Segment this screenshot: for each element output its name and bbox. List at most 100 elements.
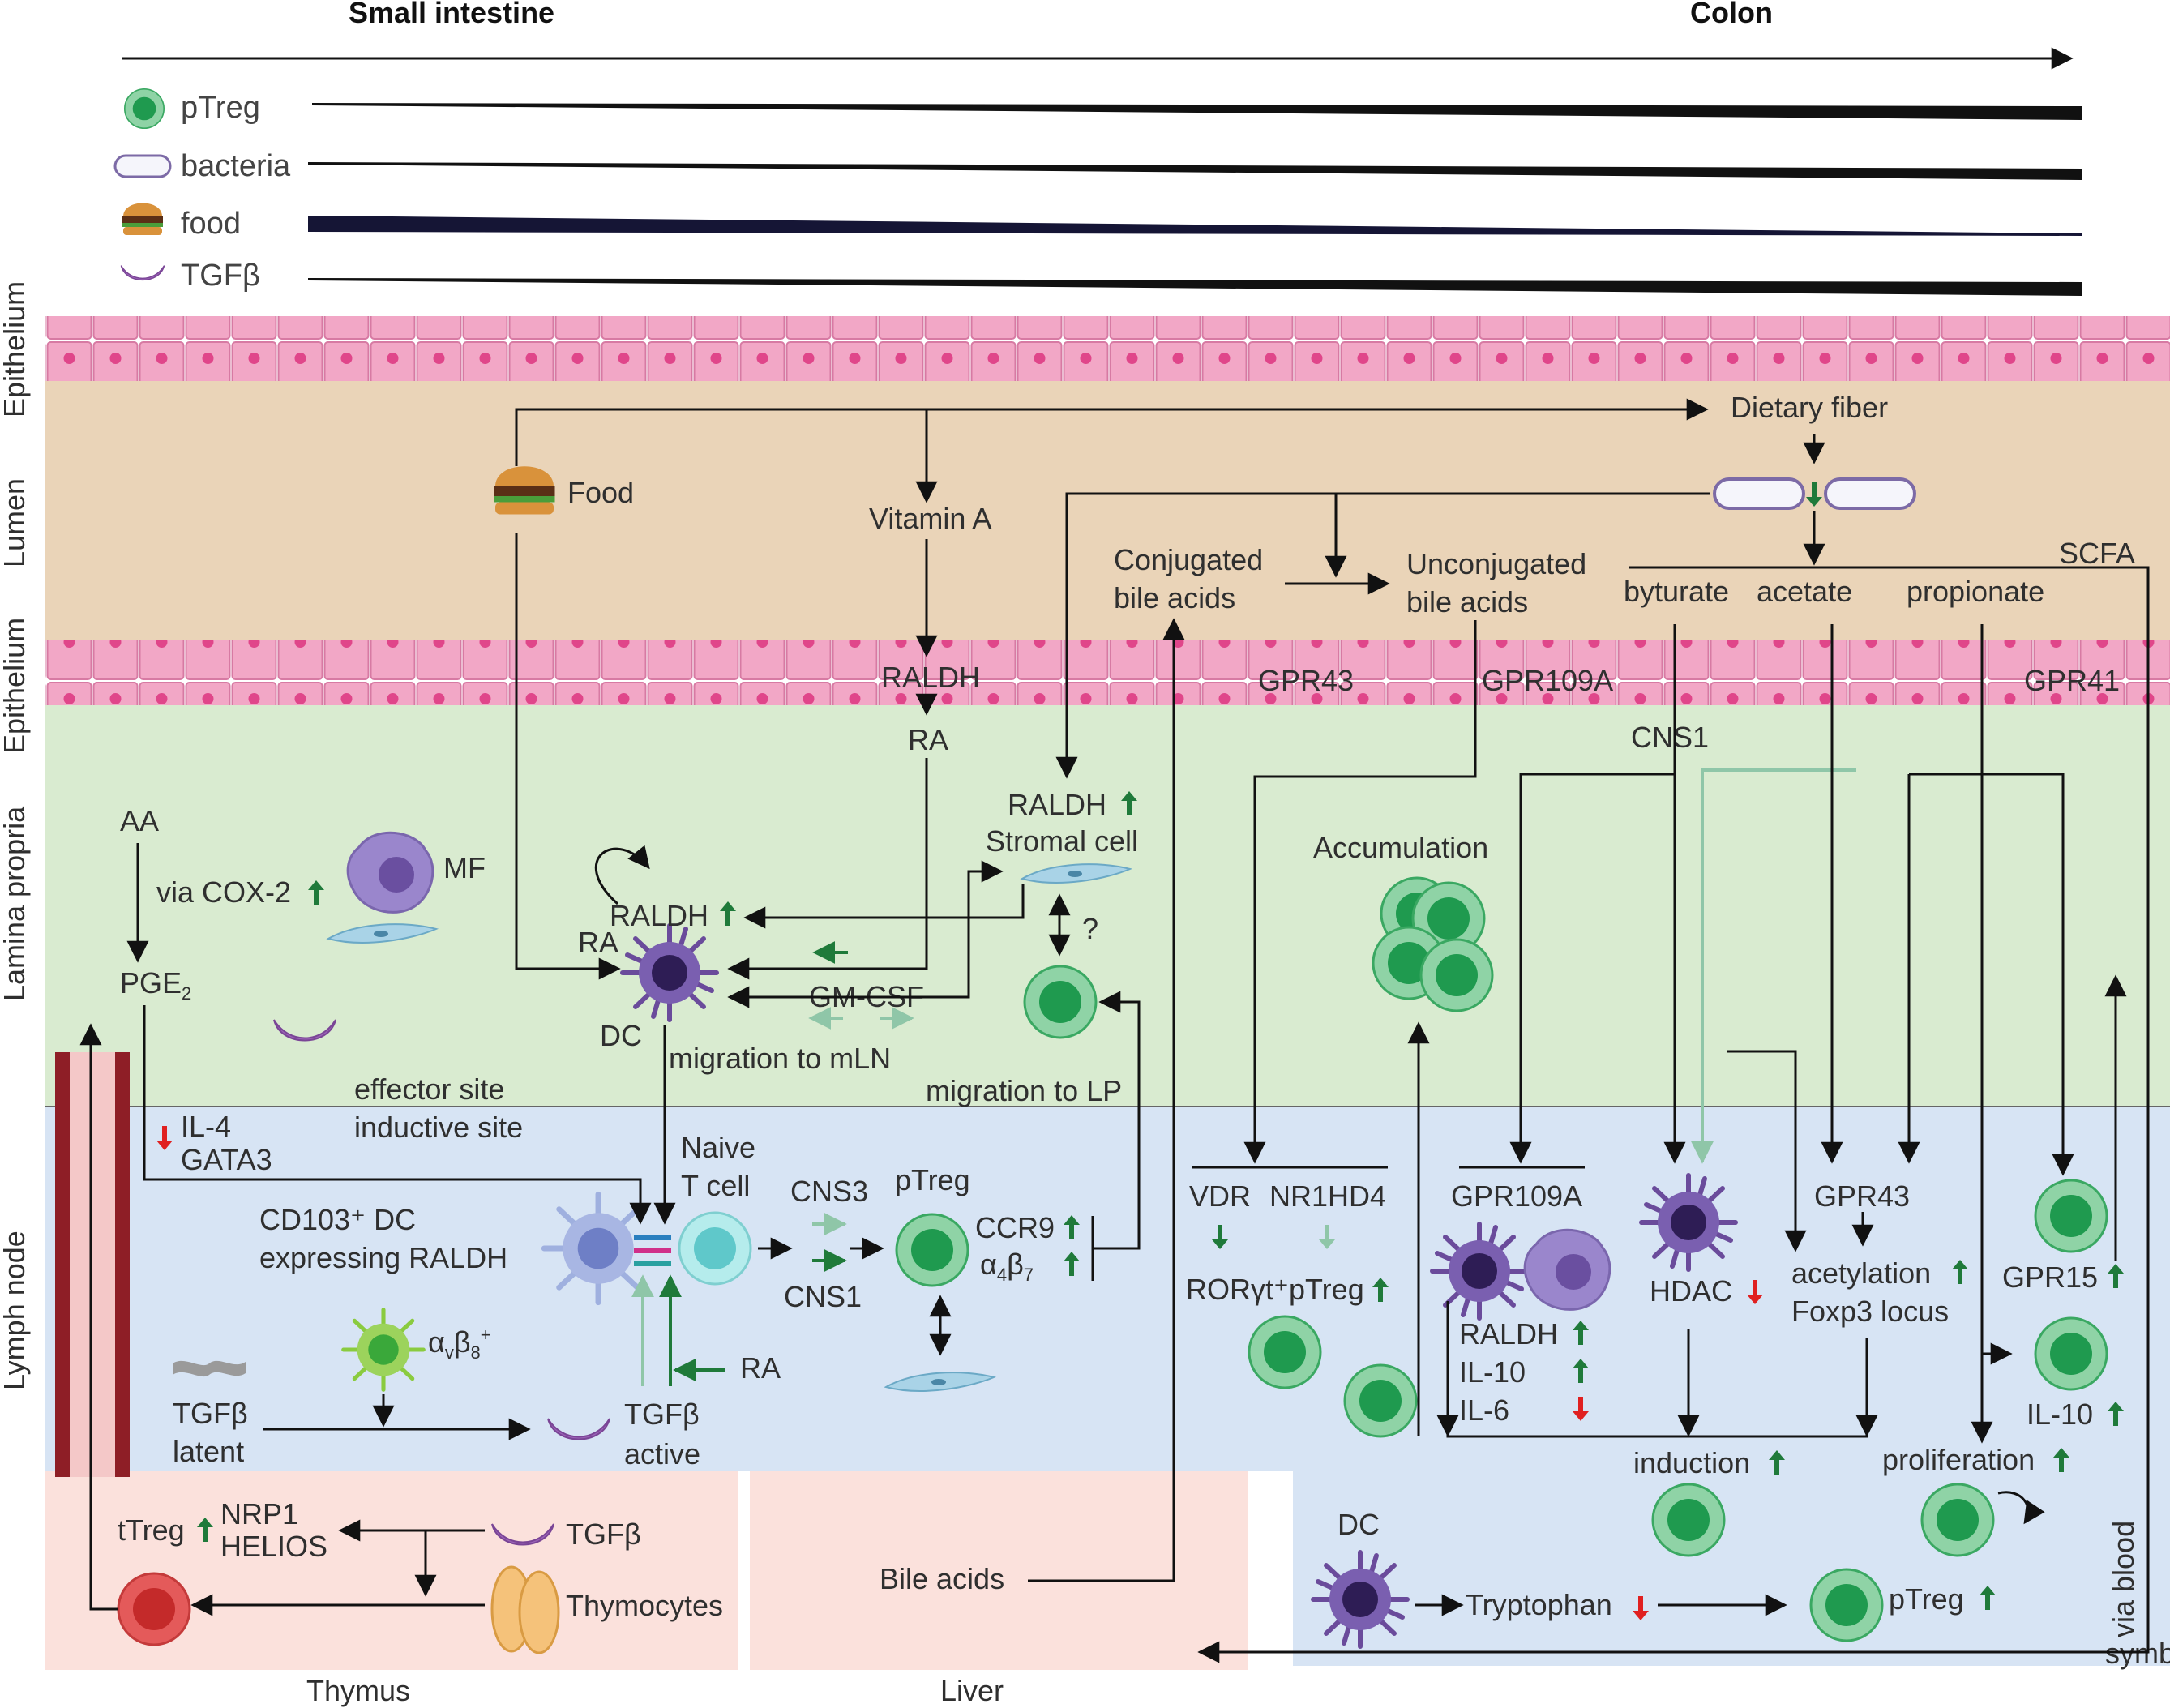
dc-hdac-icon (1641, 1175, 1736, 1269)
dc-lp-icon (623, 926, 717, 1020)
stromal-to-dc-raldh-arrow (743, 884, 1025, 929)
ptreg-gpr15-icon (2034, 1179, 2108, 1253)
layer-label-lymph-node: Lymph node (0, 1231, 31, 1390)
a4b7-label: α4β7 (980, 1248, 1034, 1285)
ccr9-label: CCR9 (975, 1211, 1055, 1244)
epithelium-middle (45, 640, 2170, 705)
ptreg-ln-label: pTreg (895, 1163, 970, 1196)
hdac-label: HDAC (1650, 1274, 1732, 1308)
avb8-cell-icon (341, 1308, 426, 1392)
gpr43-epithelium-label: GPR43 (1258, 664, 1354, 697)
unconjugated-bile-acids-line2: bile acids (1406, 585, 1528, 619)
liver-label: Liver (940, 1674, 1004, 1707)
il6-label: IL-6 (1459, 1393, 1509, 1427)
raldh-gpr109a-label: RALDH (1459, 1317, 1558, 1351)
proliferation-loop-arrow (1997, 1491, 2045, 1525)
lamina-propria-region (45, 705, 2170, 1107)
blood-vessel-wall-left (55, 1052, 70, 1477)
food-vitamin-fiber-connector (515, 398, 1709, 466)
butyrate-to-gpr109a-arrow (1509, 624, 1676, 1164)
ptreg-tryptophan-icon (1809, 1568, 1884, 1642)
layer-label-lamina-propria: Lamina propria (0, 806, 31, 1001)
liver-region (750, 1471, 1248, 1670)
foxp3-locus-label: Foxp3 locus (1791, 1295, 1949, 1328)
ra-dc-label: RA (578, 926, 618, 959)
il10-ptreg-label: IL-10 (2027, 1398, 2093, 1431)
accumulation-cluster (1372, 876, 1494, 1012)
nrp1-label: NRP1 (220, 1497, 298, 1530)
roryt-ptreg-icon-1 (1248, 1315, 1322, 1389)
ptreg-proliferation-icon (1920, 1483, 1995, 1557)
tgfb-active-label-1: TGFβ (624, 1398, 700, 1431)
ra-to-dc-arrow (727, 758, 928, 980)
dietary-fiber-label: Dietary fiber (1731, 391, 1888, 424)
cns1-lp-label: CNS1 (1631, 721, 1709, 754)
legend-bacteria-wedge (308, 162, 2082, 180)
legend-food-icon (122, 203, 163, 235)
ttreg-cell-icon (117, 1572, 191, 1646)
mf-label: MF (443, 851, 486, 884)
nr1hd4-label: NR1HD4 (1269, 1179, 1386, 1213)
header-colon: Colon (1690, 0, 1773, 29)
legend-food-label: food (181, 207, 241, 241)
gpr43-ln-label: GPR43 (1814, 1179, 1910, 1213)
ptreg-lp-icon (1023, 965, 1098, 1039)
hdac-to-acetylation-arrow (1727, 1050, 1807, 1252)
propionate-label: propionate (1907, 575, 2044, 608)
unconjugated-bile-acids-line1: Unconjugated (1406, 547, 1586, 580)
lumen-region (45, 381, 2170, 640)
legend-ptreg-label: pTreg (181, 91, 260, 125)
legend-food-wedge (308, 216, 2082, 236)
effector-site-label: effector site (354, 1072, 504, 1106)
liver-to-conjugated-arrow (1028, 618, 1185, 1582)
dc-colon-label: DC (1338, 1508, 1380, 1541)
pge2-to-ln-arrow (143, 1005, 652, 1225)
ra-label-top: RA (908, 723, 948, 756)
tgfb-thymus-label: TGFβ (566, 1518, 641, 1551)
scfa-label: SCFA (2059, 537, 2135, 570)
blood-vessel-wall-right (115, 1052, 130, 1477)
ttreg-to-blood-arrow (79, 1023, 118, 1611)
scfa-connector (1197, 566, 2150, 1663)
tgfb-latent-icon (173, 1360, 246, 1377)
layer-label-epithelium-mid: Epithelium (0, 618, 31, 754)
roryt-ptreg-label: RORγt⁺pTreg (1186, 1273, 1364, 1306)
bile-acids-liver-label: Bile acids (880, 1562, 1004, 1595)
ln-ptreg-to-lp-arrow (1093, 991, 1141, 1250)
acetylation-label: acetylation (1791, 1256, 1931, 1290)
bacteria-bile-connector (1055, 492, 1710, 779)
roryt-ptreg-icon-2 (1343, 1363, 1418, 1438)
byturate-label: byturate (1624, 575, 1729, 608)
layer-label-lumen: Lumen (0, 478, 31, 567)
cns3-label: CNS3 (790, 1175, 868, 1208)
layer-label-epithelium-top: Epithelium (0, 281, 31, 417)
lymph-node-right-extension (1293, 1467, 2170, 1666)
dc-self-loop-arrow (594, 845, 650, 905)
gpr109a-ln-label: GPR109A (1451, 1179, 1582, 1213)
induction-label: induction (1633, 1446, 1750, 1479)
ptreg-colon-label: pTreg (1889, 1582, 1964, 1616)
helios-label: HELIOS (220, 1530, 327, 1563)
migration-mln-label: migration to mLN (669, 1042, 891, 1075)
via-blood-label: via blood (2107, 1521, 2140, 1637)
conjugated-bile-acids-line2: bile acids (1114, 581, 1235, 614)
tgfb-active-label-2: active (624, 1437, 700, 1470)
question-mark: ? (1082, 912, 1098, 945)
acetate-to-gpr15-arrow (1909, 773, 2074, 1176)
raldh-stromal-label: RALDH (1008, 788, 1106, 821)
tgfb-latent-label-2: latent (173, 1435, 244, 1468)
raldh-dc-label: RALDH (610, 899, 708, 932)
naive-label-2: T cell (681, 1169, 750, 1202)
il4-label: IL-4 (181, 1110, 231, 1143)
legend-ptreg-icon (123, 88, 165, 130)
ptreg-il10-icon (2034, 1316, 2108, 1391)
header-small-intestine: Small intestine (349, 0, 554, 29)
migration-lp-label: migration to LP (926, 1074, 1122, 1107)
macrophage-gpr109a-icon (1523, 1228, 1611, 1311)
cns1-ln-label: CNS1 (784, 1280, 862, 1313)
raldh-epithelium-label: RALDH (881, 661, 980, 694)
stromal-cell-label: Stromal cell (986, 824, 1138, 858)
legend-tgfb-icon (120, 264, 165, 281)
dc-lp-label: DC (600, 1019, 642, 1052)
